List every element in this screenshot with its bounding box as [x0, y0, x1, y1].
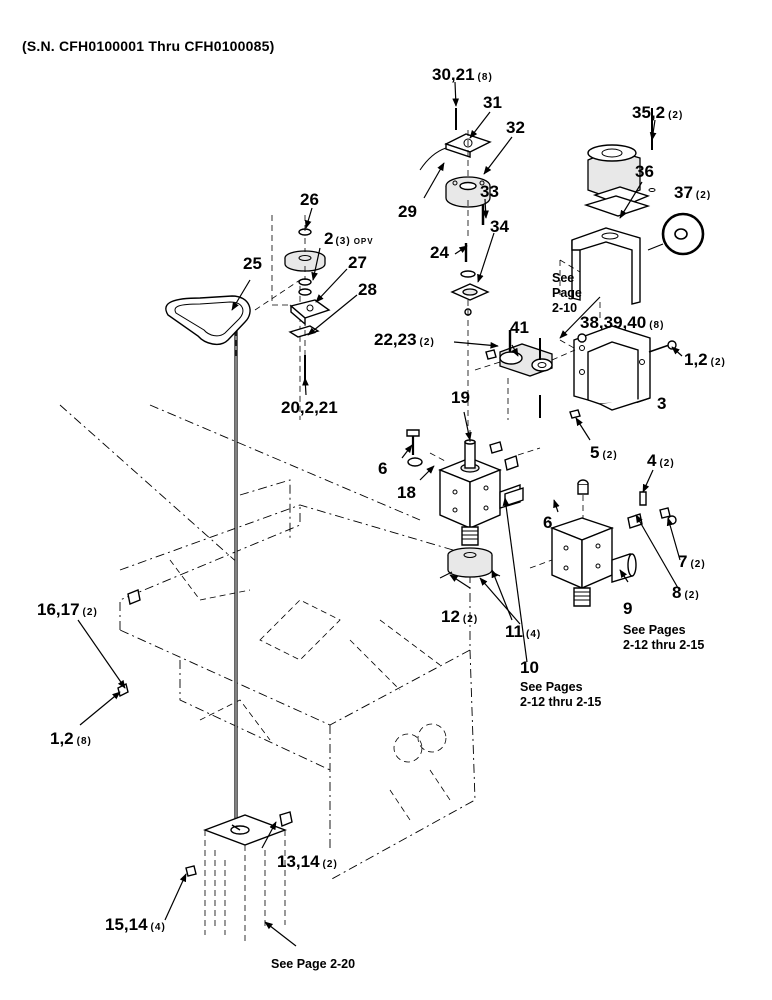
lower-gearbox: [203, 814, 287, 945]
label-5: 5(2): [590, 443, 618, 462]
label-31: 31: [483, 93, 502, 112]
gearbox-10: [429, 430, 541, 546]
label-22-23: 22,23(2): [374, 330, 435, 349]
label-18: 18: [397, 483, 416, 502]
label-12: 12(2): [441, 607, 478, 626]
label-8: 8(2): [672, 583, 700, 602]
label-28: 28: [358, 280, 377, 299]
ref-see-page-2-20: See Page 2-20: [271, 957, 355, 971]
label-10: 10: [520, 658, 539, 677]
detail-circle-37: [647, 212, 705, 256]
label-3: 3: [657, 394, 666, 413]
label-2-opv: 2(3)OPV: [324, 229, 374, 248]
page-header: (S.N. CFH0100001 Thru CFH0100085): [22, 38, 275, 54]
label-33: 33: [480, 182, 499, 201]
label-20-2-21: 20,2,21: [281, 398, 338, 417]
top-coupler-stack: [419, 108, 492, 450]
frame-outline: [59, 404, 476, 881]
label-11: 11(4): [505, 622, 541, 641]
label-4: 4(2): [647, 451, 675, 470]
label-24: 24: [430, 243, 449, 262]
bracket-36: [559, 227, 641, 305]
label-6-a: 6: [378, 459, 387, 478]
label-41: 41: [510, 318, 529, 337]
label-32: 32: [506, 118, 525, 137]
label-19: 19: [451, 388, 470, 407]
label-16-17: 16,17(2): [37, 600, 98, 619]
label-13-14: 13,14(2): [277, 852, 338, 871]
label-7: 7(2): [678, 552, 706, 571]
label-27: 27: [348, 253, 367, 272]
leader-arrows: [77, 81, 683, 947]
label-37: 37(2): [674, 183, 711, 202]
label-6-b: 6: [543, 513, 552, 532]
gearbox-9: [529, 479, 671, 607]
label-36: 36: [635, 162, 654, 181]
label-25: 25: [243, 254, 262, 273]
spacer-12: [439, 547, 501, 579]
label-30-21: 30,21(8): [432, 65, 493, 84]
label-38-39-40: 38,39,40(8): [580, 313, 664, 332]
pulley-assembly: [271, 215, 331, 385]
belt-25: [165, 279, 301, 420]
label-26: 26: [300, 190, 319, 209]
coupling-41: [474, 330, 581, 420]
label-35-2: 35,2(2): [632, 103, 683, 122]
label-29: 29: [398, 202, 417, 221]
part-labels: 30,21(8) 31 32 29 33 34 24 35,2(2) 36 37…: [37, 65, 726, 934]
label-1-2-left: 1,2(8): [50, 729, 92, 748]
label-9: 9: [623, 599, 632, 618]
label-1-2-top: 1,2(2): [684, 350, 726, 369]
label-15-14: 15,14(4): [105, 915, 166, 934]
pump-motor: [583, 108, 656, 217]
label-34: 34: [490, 217, 509, 236]
